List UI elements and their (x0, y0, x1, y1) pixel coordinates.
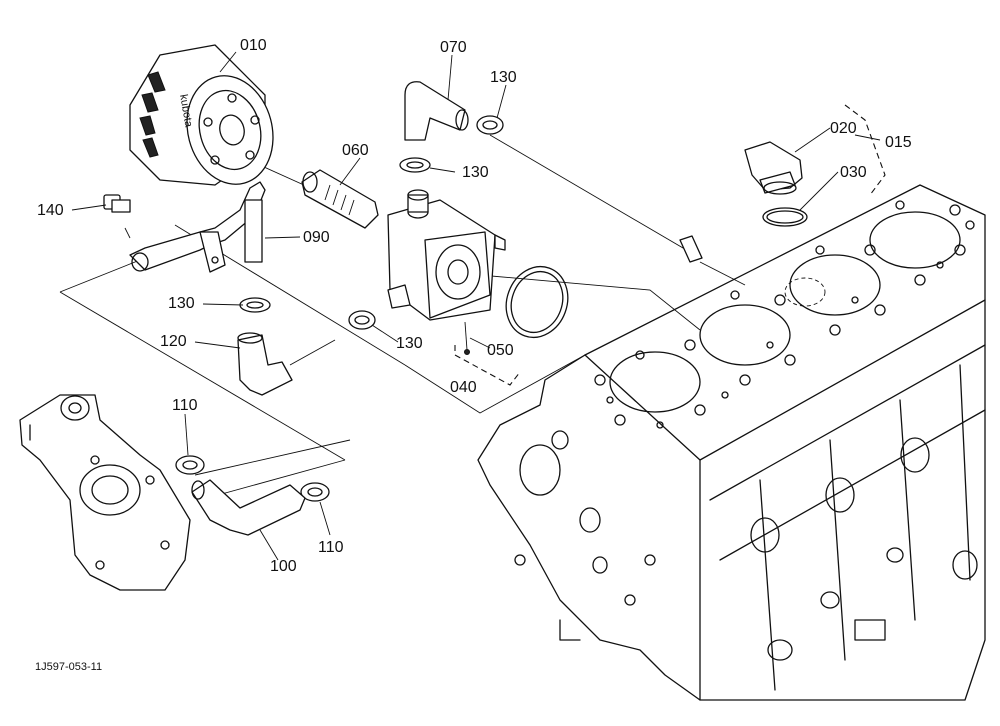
part-030-o-ring (762, 207, 808, 227)
label-030: 030 (840, 164, 867, 181)
filter-brand-text: kubota (177, 93, 195, 128)
part-015-bracket-dashed (844, 104, 886, 196)
label-060: 060 (342, 142, 369, 159)
label-040: 040 (450, 379, 477, 396)
label-010: 010 (240, 37, 267, 54)
drawing-code: 1J597-053-11 (35, 661, 102, 673)
label-070: 070 (440, 39, 467, 56)
part-110-clamps (175, 455, 330, 502)
part-040-bracket-dashed (454, 345, 521, 386)
part-140-bolt (103, 194, 131, 213)
part-010-oil-filter: kubota (129, 44, 274, 186)
engine-block (477, 184, 986, 701)
part-130-clamps (239, 115, 504, 330)
part-fitting (679, 235, 703, 263)
label-130a: 130 (490, 69, 517, 86)
part-040-oil-cooler (387, 189, 506, 355)
label-090: 090 (303, 229, 330, 246)
part-120-hose (237, 332, 293, 396)
label-020: 020 (830, 120, 857, 137)
label-130b: 130 (462, 164, 489, 181)
label-100: 100 (270, 558, 297, 575)
callout-leaders (71, 51, 881, 561)
part-100-hose (191, 479, 306, 536)
water-pump-housing (19, 394, 191, 591)
label-130d: 130 (396, 335, 423, 352)
part-labels: 010 070 130 020 015 060 130 030 140 090 … (37, 37, 912, 575)
label-130c: 130 (168, 295, 195, 312)
part-020-filler-cap (744, 141, 803, 195)
part-060-nipple (301, 169, 379, 229)
label-050: 050 (487, 342, 514, 359)
part-090-oil-pipe (129, 181, 266, 273)
part-070-hose (404, 81, 469, 141)
label-110b: 110 (318, 539, 344, 556)
part-050-o-ring (505, 265, 569, 339)
label-015: 015 (885, 134, 912, 151)
label-120: 120 (160, 333, 187, 350)
label-140: 140 (37, 202, 64, 219)
head-bolt-holes (594, 200, 975, 429)
label-110a: 110 (172, 397, 198, 414)
